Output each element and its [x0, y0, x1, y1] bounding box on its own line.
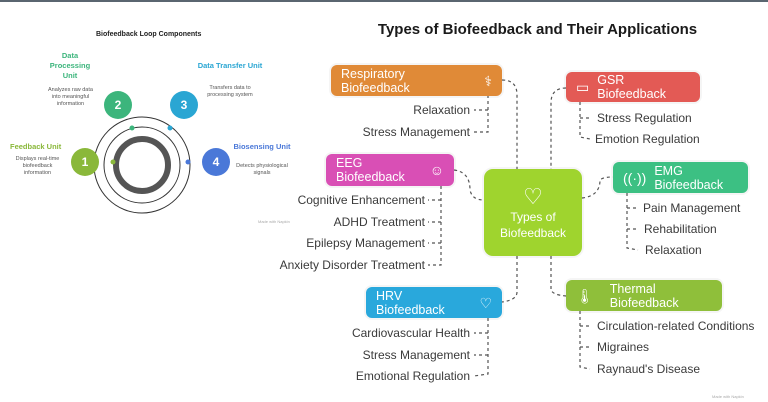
step-4-badge: 4 — [202, 148, 230, 176]
step-4-heading: Biosensing Unit — [233, 142, 291, 151]
thermometer-icon: 🌡 — [576, 287, 594, 304]
thermal-item: Circulation-related Conditions — [597, 319, 755, 333]
eeg-item: Cognitive Enhancement — [297, 193, 425, 207]
top-border — [0, 0, 768, 2]
gsr-item: Stress Regulation — [597, 111, 692, 125]
step-4-description: Detects physiological signals — [236, 163, 288, 176]
emg-label: EMG Biofeedback — [654, 163, 724, 192]
center-line1: Types of — [510, 209, 556, 224]
eeg-item: ADHD Treatment — [333, 215, 425, 229]
dot-4 — [185, 159, 191, 165]
dot-3 — [167, 125, 173, 131]
watermark-left: Made with Napkin — [258, 219, 290, 224]
step-3-heading: Data Transfer Unit — [197, 61, 263, 70]
connector-eeg — [453, 169, 485, 201]
hrv-item: Emotional Regulation — [355, 369, 470, 383]
monitor-pulse-icon: ▭ — [576, 79, 590, 95]
dot-1 — [110, 159, 116, 165]
emg-item: Rehabilitation — [644, 222, 717, 236]
loop-title: Biofeedback Loop Components — [96, 31, 202, 38]
thermal-label: Thermal Biofeedback — [609, 281, 679, 310]
gsr-item: Emotion Regulation — [595, 132, 700, 146]
connector-emg — [581, 176, 614, 199]
emg-node: ((·)) EMG Biofeedback — [613, 162, 748, 193]
gsr-node: ▭ GSR Biofeedback — [566, 72, 700, 102]
loop-rings — [93, 116, 191, 214]
thermal-node: 🌡 Thermal Biofeedback — [566, 280, 722, 311]
heart-hand-icon: ♡ — [479, 294, 492, 311]
middle-ring — [103, 126, 181, 204]
hrv-label: HRV Biofeedback — [376, 288, 445, 317]
respiratory-node: Respiratory Biofeedback ⚕ — [331, 65, 502, 96]
thermal-item: Raynaud's Disease — [597, 362, 701, 376]
connector-gsr — [550, 87, 567, 170]
eeg-node: EEG Biofeedback ☺ — [326, 154, 454, 186]
connector-hrv-items — [473, 318, 489, 377]
step-2-description: Analyzes raw data into meaningful inform… — [48, 87, 93, 107]
center-line2: Biofeedback — [499, 225, 567, 240]
connector-thermal-items — [579, 311, 591, 370]
connector-respiratory — [501, 79, 518, 170]
hrv-item: Cardiovascular Health — [351, 326, 470, 340]
thermal-item: Migraines — [597, 340, 650, 354]
respiratory-label: Respiratory Biofeedback — [341, 66, 410, 95]
hrv-node: HRV Biofeedback ♡ — [366, 287, 502, 318]
connector-thermal — [550, 256, 567, 297]
eeg-label: EEG Biofeedback — [336, 156, 405, 184]
step-1-description: Displays real-time biofeedback informati… — [15, 156, 60, 176]
eeg-item: Anxiety Disorder Treatment — [279, 258, 425, 272]
connector-gsr-items — [579, 102, 591, 140]
watermark-right: Made with Napkin — [712, 394, 744, 399]
muscle-signal-icon: ((·)) — [623, 169, 647, 186]
step-2-badge: 2 — [104, 91, 132, 119]
connector-eeg-items — [428, 186, 442, 266]
hrv-item: Stress Management — [362, 348, 470, 362]
heart-pulse-icon: ♡ — [523, 183, 543, 209]
emg-item: Relaxation — [645, 243, 702, 257]
respiratory-item: Stress Management — [362, 125, 470, 139]
step-3-badge: 3 — [170, 91, 198, 119]
lungs-icon: ⚕ — [484, 72, 492, 89]
brain-person-icon: ☺ — [429, 162, 444, 178]
types-title: Types of Biofeedback and Their Applicati… — [377, 21, 698, 38]
step-1-heading: Feedback Unit — [10, 142, 62, 151]
eeg-item: Epilepsy Management — [306, 236, 425, 250]
respiratory-item: Relaxation — [413, 103, 470, 117]
inner-ring — [113, 136, 171, 194]
step-1-badge: 1 — [71, 148, 99, 176]
step-2-heading: Data Processing Unit — [49, 51, 91, 80]
connector-respiratory-items — [474, 95, 489, 133]
connector-emg-items — [626, 193, 639, 251]
emg-item: Pain Management — [643, 201, 741, 215]
dot-2 — [129, 125, 135, 131]
connector-hrv — [501, 256, 518, 303]
gsr-label: GSR Biofeedback — [597, 73, 667, 101]
step-3-description: Transfers data to processing system — [207, 85, 253, 98]
center-node: ♡ Types of Biofeedback — [484, 169, 582, 256]
